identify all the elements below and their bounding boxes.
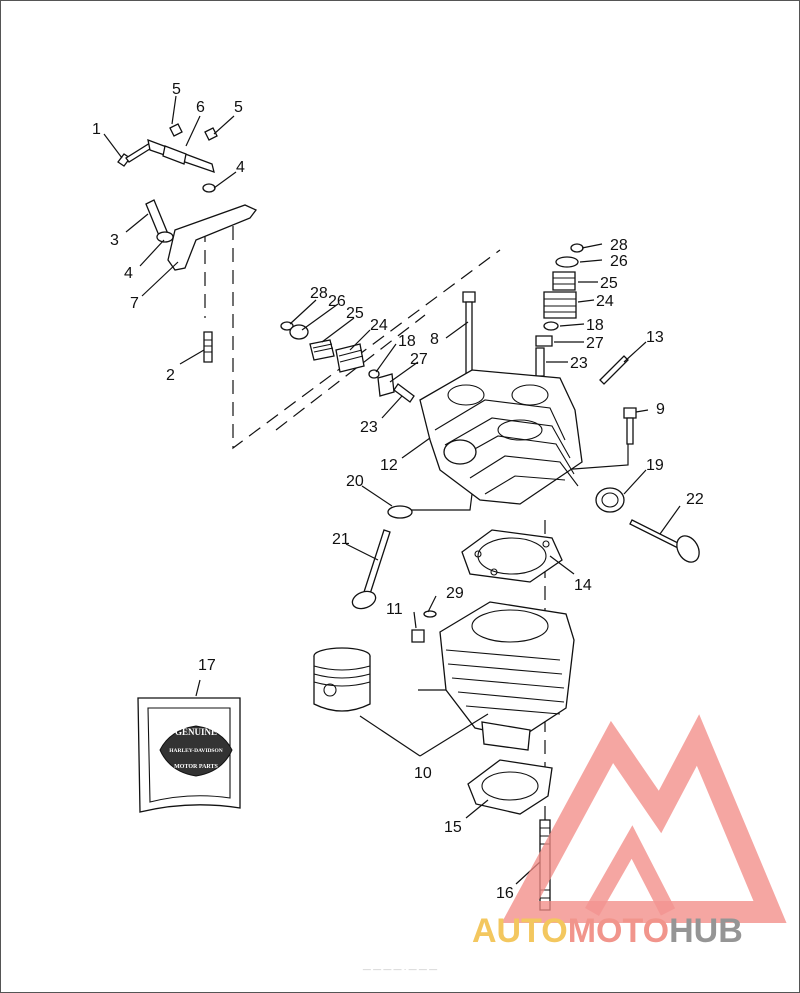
callout-27b: 27 <box>586 335 604 352</box>
oring-29 <box>423 610 437 618</box>
seat-18-right <box>543 321 559 331</box>
callout-28a: 28 <box>310 285 328 302</box>
keeper-28-right <box>570 243 584 253</box>
callout-14: 14 <box>574 577 592 594</box>
callout-5a: 5 <box>172 81 181 98</box>
callout-19: 19 <box>646 457 664 474</box>
callout-7: 7 <box>130 295 139 312</box>
callout-28b: 28 <box>610 237 628 254</box>
automotohub-logo-icon <box>501 714 787 923</box>
callout-17: 17 <box>198 657 216 674</box>
callout-24b: 24 <box>596 293 614 310</box>
valve-22-stem <box>629 519 681 549</box>
callout-3: 3 <box>110 232 119 249</box>
callout-15: 15 <box>444 819 462 836</box>
callout-16: 16 <box>496 885 514 902</box>
cylinder-10 <box>439 601 575 751</box>
callout-2: 2 <box>166 367 175 384</box>
push-rod-assembly <box>117 123 218 193</box>
head-gasket-14 <box>461 529 563 583</box>
watermark-auto: AUTOMOTOHUB <box>472 912 743 950</box>
bolt-9-head <box>623 407 637 419</box>
spring-25-right <box>552 271 576 291</box>
callout-18b: 18 <box>586 317 604 334</box>
adjuster-6 <box>162 145 187 165</box>
seal-20 <box>387 505 413 519</box>
assembly-line-left <box>232 226 501 450</box>
callout-12: 12 <box>380 457 398 474</box>
spring-24-left <box>335 343 365 373</box>
dowel-11 <box>411 629 425 643</box>
seat-18-left <box>368 369 380 379</box>
callout-11: 11 <box>386 601 403 618</box>
left-valve-train <box>280 321 415 403</box>
bracket-7 <box>167 204 258 271</box>
bolt-9-shank <box>626 417 634 445</box>
automotohub-watermark: AUTOMOTOHUB <box>472 714 787 950</box>
nut-5a <box>169 123 183 137</box>
cylinder-head-12 <box>419 369 583 505</box>
kit-logo-motor-parts: MOTOR PARTS <box>174 764 218 770</box>
kit-logo-genuine: GENUINE <box>175 727 217 737</box>
valve-21-stem <box>363 529 391 595</box>
callout-26a: 26 <box>328 293 346 310</box>
callout-23b: 23 <box>570 355 588 372</box>
spring-24-right <box>543 291 577 319</box>
valve-22-head <box>676 535 700 563</box>
footer-code: — — — — · — — — <box>363 965 437 974</box>
bracket-assembly <box>145 199 258 363</box>
callout-24a: 24 <box>370 317 388 334</box>
gasket-kit-17: GENUINE HARLEY-DAVIDSON MOTOR PARTS <box>137 697 241 813</box>
guide-23-left <box>393 383 415 403</box>
callout-1: 1 <box>92 121 101 138</box>
kit-logo-badge <box>159 725 233 777</box>
washer-4a <box>202 183 216 193</box>
bolt-8-head <box>462 291 476 303</box>
callout-20: 20 <box>346 473 364 490</box>
callout-25a: 25 <box>346 305 364 322</box>
exhaust-port <box>443 439 477 465</box>
callout-8: 8 <box>430 331 439 348</box>
retainer-26-right <box>555 256 579 268</box>
valve-21-head <box>351 590 377 610</box>
callout-labels: 1 2 3 4 4 5 5 6 7 8 9 10 11 12 13 14 15 … <box>92 81 704 902</box>
valves <box>351 487 700 610</box>
callout-4b: 4 <box>124 265 133 282</box>
leader-lines <box>103 95 681 885</box>
piston <box>313 647 371 712</box>
dowel-and-oring <box>411 610 437 643</box>
bolt-2 <box>203 331 213 363</box>
callout-27a: 27 <box>410 351 428 368</box>
washer-4b <box>156 231 174 243</box>
nut-5b <box>204 127 218 141</box>
stud-13 <box>599 355 629 385</box>
callout-23a: 23 <box>360 419 378 436</box>
guide-seal-19 <box>595 487 625 513</box>
seal-27-right <box>535 335 553 347</box>
guide-23-right <box>535 347 545 377</box>
base-gasket-15 <box>467 759 553 815</box>
callout-29: 29 <box>446 585 464 602</box>
callout-5b: 5 <box>234 99 243 116</box>
callout-4a: 4 <box>236 159 245 176</box>
callout-18a: 18 <box>398 333 416 350</box>
callout-6: 6 <box>196 99 205 116</box>
kit-logo-brand: HARLEY-DAVIDSON <box>169 748 223 754</box>
callout-9: 9 <box>656 401 665 418</box>
callout-13: 13 <box>646 329 664 346</box>
right-valve-train <box>535 243 584 377</box>
callout-22: 22 <box>686 491 704 508</box>
callout-26b: 26 <box>610 253 628 270</box>
assembly-line-head <box>275 314 426 431</box>
callout-10: 10 <box>414 765 432 782</box>
callout-25b: 25 <box>600 275 618 292</box>
callout-21: 21 <box>332 531 350 548</box>
seal-27-left <box>377 373 395 397</box>
